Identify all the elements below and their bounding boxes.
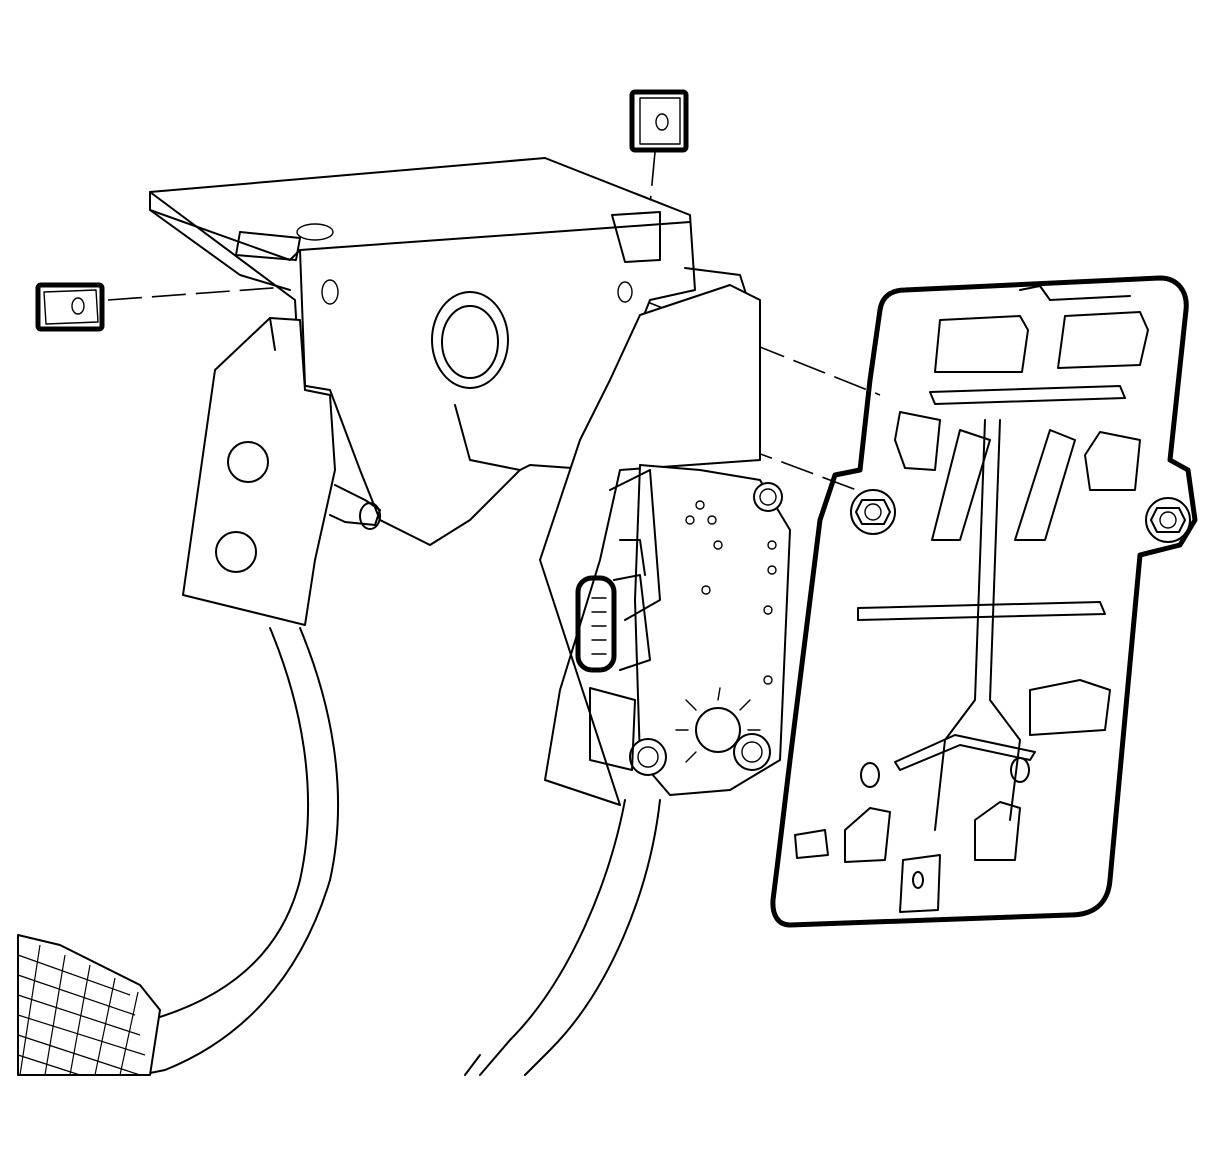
bolt-right bbox=[1145, 497, 1191, 543]
electrical-connector bbox=[575, 539, 651, 673]
left-pedal-arm bbox=[139, 317, 381, 1076]
retainer-left bbox=[35, 282, 105, 332]
retainer-top bbox=[629, 89, 689, 153]
pedal-cover-plate bbox=[770, 275, 1198, 928]
pedal-bracket bbox=[149, 157, 749, 546]
accelerator-pedal-arm bbox=[464, 799, 661, 1076]
bolt-left bbox=[850, 489, 896, 535]
brake-pedal-pad bbox=[17, 934, 161, 1076]
accelerator-pedal-sensor bbox=[539, 284, 791, 806]
